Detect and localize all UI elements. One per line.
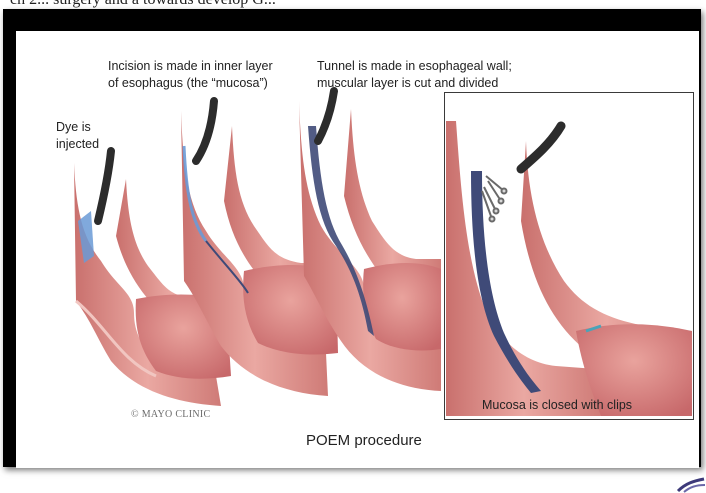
stage-3-endoscope <box>318 91 334 141</box>
caption-step-1-line-1: Dye is <box>56 119 99 136</box>
inset-box <box>444 92 694 420</box>
caption-step-3: Tunnel is made in esophageal wall; muscu… <box>317 58 512 92</box>
caption-step-2-line-1: Incision is made in inner layer <box>108 58 273 75</box>
figure-frame: Dye is injected Incision is made in inne… <box>3 9 701 467</box>
caption-step-1: Dye is injected <box>56 119 99 153</box>
caption-step-2: Incision is made in inner layer of esoph… <box>108 58 273 92</box>
stage-2-endoscope <box>196 101 214 161</box>
caption-step-1-line-2: injected <box>56 136 99 153</box>
page-header-text: ch 2... surgery and a towards develop G.… <box>10 0 276 9</box>
copyright-notice: © MAYO CLINIC <box>131 409 210 420</box>
inset-caption: Mucosa is closed with clips <box>482 397 632 414</box>
caption-step-3-line-1: Tunnel is made in esophageal wall; <box>317 58 512 75</box>
stage-1-endoscope <box>98 151 111 221</box>
figure-panel: Dye is injected Incision is made in inne… <box>16 31 699 468</box>
caption-step-3-line-2: muscular layer is cut and divided <box>317 75 512 92</box>
figure-title: POEM procedure <box>306 432 422 449</box>
caption-step-2-line-2: of esophagus (the “mucosa”) <box>108 75 273 92</box>
corner-decoration <box>676 471 706 493</box>
